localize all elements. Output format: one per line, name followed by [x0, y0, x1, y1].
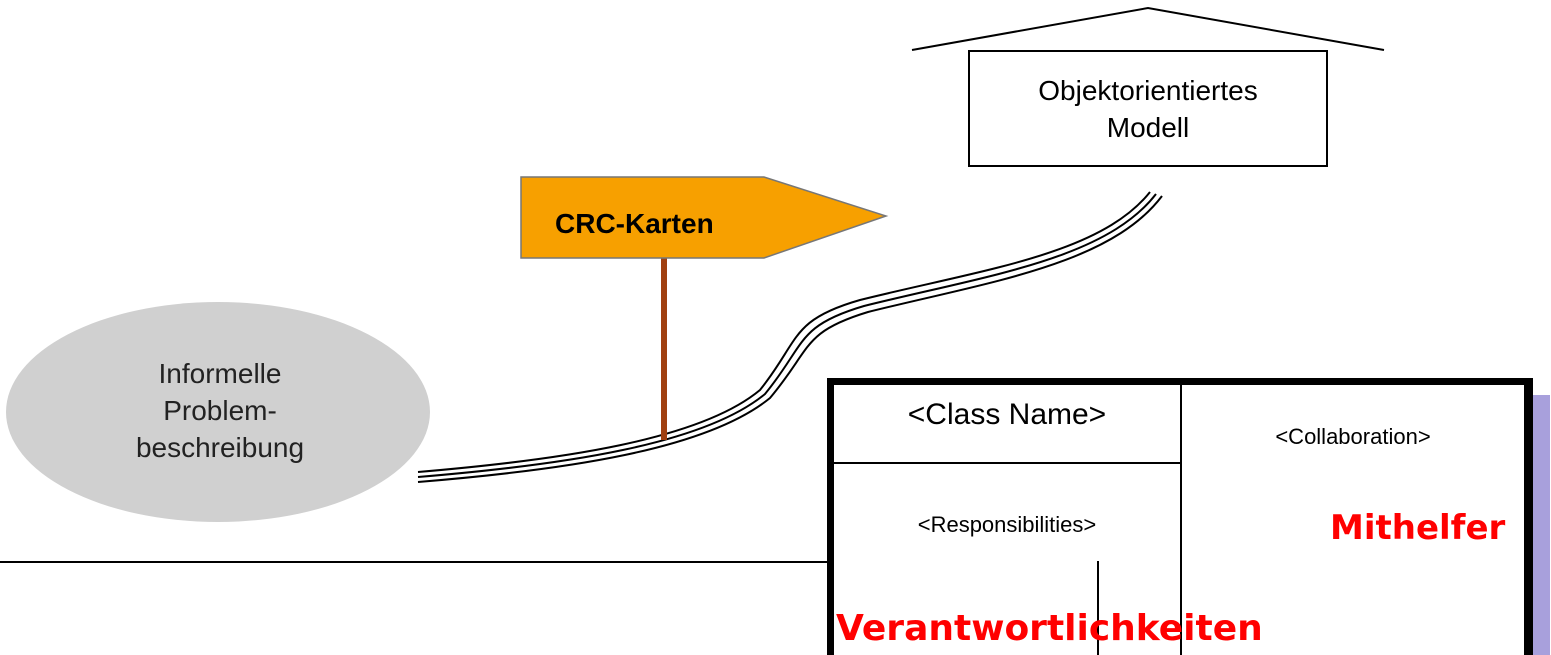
model-label-line2: Modell: [1106, 111, 1190, 143]
start-label-line3: beschreibung: [135, 432, 305, 463]
signpost-arrow: [520, 176, 889, 259]
frame-line-vertical: [1097, 561, 1099, 655]
model-label-line1: Objektorientiertes: [1038, 74, 1258, 106]
crc-collaboration: <Collaboration>: [1275, 424, 1431, 449]
start-label: Informelle Problem- beschreibung: [60, 355, 380, 466]
house-roof: [911, 6, 1385, 51]
annotation-verantwortlichkeiten: Verantwortlichkeiten: [836, 608, 1263, 649]
model-box: Objektorientiertes Modell: [968, 50, 1328, 167]
crc-class-name: <Class Name>: [907, 398, 1107, 431]
crc-card-divider-vertical: [1180, 378, 1182, 655]
signpost-label: CRC-Karten: [555, 208, 714, 239]
frame-line-horizontal: [0, 561, 1098, 563]
signpost-pole: [661, 258, 667, 440]
crc-card-inner-edge: [1524, 385, 1526, 655]
crc-card-divider-horizontal: [834, 462, 1180, 464]
crc-card-shadow: [1533, 395, 1550, 655]
crc-responsibilities: <Responsibilities>: [917, 512, 1097, 537]
start-label-line2: Problem-: [163, 395, 277, 426]
start-ellipse: [6, 302, 430, 522]
annotation-mithelfer: Mithelfer: [1330, 508, 1506, 548]
start-label-line1: Informelle: [158, 358, 282, 389]
road-path: [417, 191, 1163, 483]
